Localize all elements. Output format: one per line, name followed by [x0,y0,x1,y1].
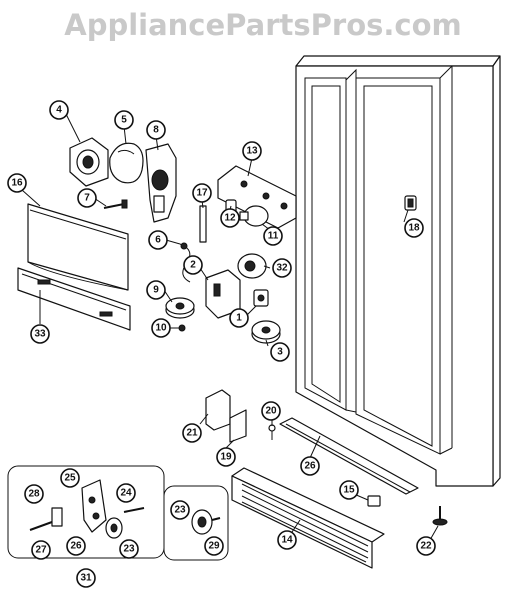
svg-text:22: 22 [420,541,432,552]
svg-text:14: 14 [281,535,293,546]
part-17-switch [199,205,207,243]
svg-text:4: 4 [56,105,62,116]
callout-28: 28 [24,484,44,504]
part-5-cover [109,142,144,184]
callout-24: 24 [116,483,136,503]
part-4-housing [69,137,109,187]
callout-1: 1 [229,308,249,328]
callout-8: 8 [146,120,166,140]
callout-14: 14 [277,530,297,550]
callout-2: 2 [183,255,203,275]
part-3-dial [251,320,281,344]
part-13-bracket [217,165,297,229]
callout-17: 17 [192,183,212,203]
callout-26-left: 26 [66,536,86,556]
callout-18: 18 [404,218,424,238]
svg-text:12: 12 [224,213,236,224]
svg-text:8: 8 [153,125,159,136]
part-32-knob [237,253,267,279]
part-7-screw [103,199,128,209]
part-19-bracket [229,409,247,443]
svg-text:17: 17 [196,188,208,199]
svg-text:24: 24 [120,488,132,499]
svg-text:32: 32 [276,263,288,274]
cabinet [295,55,501,487]
callout-15: 15 [339,480,359,500]
callout-29: 29 [204,536,224,556]
callout-23-left: 23 [119,539,139,559]
callout-10: 10 [151,318,171,338]
part-16-panel [27,203,129,291]
svg-text:28: 28 [28,489,40,500]
group-23-29-box [163,485,229,561]
part-18-clip [404,195,417,211]
callout-11: 11 [263,226,283,246]
svg-text:16: 16 [11,178,23,189]
svg-text:11: 11 [268,231,279,242]
svg-text:33: 33 [34,329,46,340]
svg-text:18: 18 [408,223,420,234]
svg-text:1: 1 [236,313,242,324]
callout-23-right: 23 [170,500,190,520]
callout-6: 6 [148,230,168,250]
svg-text:10: 10 [155,323,167,334]
part-22-leveler [432,506,448,526]
callout-9: 9 [146,280,166,300]
svg-text:7: 7 [84,193,90,204]
svg-text:13: 13 [246,146,258,157]
svg-text:5: 5 [121,115,127,126]
part-15-clip [367,495,381,507]
callout-20: 20 [261,401,281,421]
callout-12: 12 [220,208,240,228]
part-21-block [205,389,231,431]
leader-lines [21,113,439,541]
callout-26: 26 [300,456,320,476]
callout-19: 19 [216,447,236,467]
callout-4: 4 [49,100,69,120]
svg-text:9: 9 [153,285,159,296]
svg-text:19: 19 [220,452,232,463]
part-9-dial [165,297,195,319]
part-20-screw [268,424,276,440]
part-14-grille [231,467,385,569]
callout-5: 5 [114,110,134,130]
svg-text:3: 3 [277,347,283,358]
svg-text:27: 27 [35,545,47,556]
svg-text:21: 21 [186,428,198,439]
svg-text:6: 6 [155,235,161,246]
svg-text:15: 15 [343,485,355,496]
group-31-box [7,465,165,559]
svg-text:23: 23 [123,544,135,555]
callout-25: 25 [60,468,80,488]
part-33-trim [17,267,131,331]
svg-text:29: 29 [208,541,220,552]
part-11-bulb [239,205,269,227]
callout-31: 31 [76,568,96,588]
callout-7: 7 [77,188,97,208]
callout-22: 22 [416,536,436,556]
callout-21: 21 [182,423,202,443]
part-26-rail [279,417,419,495]
callout-3: 3 [270,342,290,362]
callout-27: 27 [31,540,51,560]
callout-13: 13 [242,141,262,161]
svg-text:31: 31 [80,573,92,584]
watermark-text: AppliancePartsPros.com [64,8,462,42]
svg-text:20: 20 [265,406,277,417]
callout-32: 32 [272,258,292,278]
svg-text:26: 26 [304,461,316,472]
svg-text:23: 23 [174,505,186,516]
callout-33: 33 [30,324,50,344]
part-8-bracket [145,143,177,223]
svg-text:25: 25 [64,473,76,484]
callout-16: 16 [7,173,27,193]
part-1-thermostat [253,289,269,307]
svg-text:2: 2 [190,260,196,271]
svg-text:26: 26 [70,541,82,552]
